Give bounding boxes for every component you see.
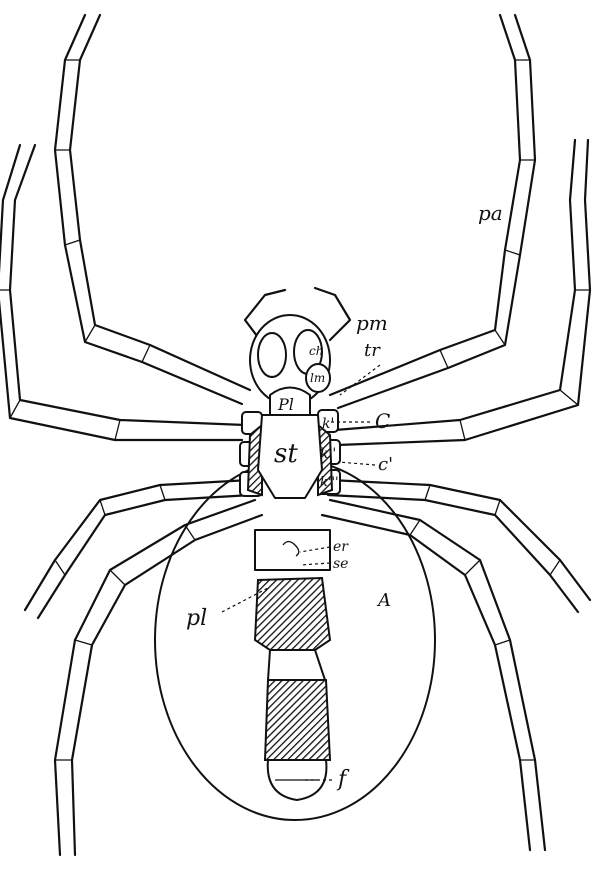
label-se: se <box>333 556 348 572</box>
epigastric-region <box>255 530 330 570</box>
label-pm: pm <box>356 311 388 335</box>
leg-left-1 <box>55 15 250 404</box>
hatched-ventral-plate-lower <box>265 680 330 760</box>
leg-right-2 <box>335 140 590 445</box>
label-ch: ch <box>309 344 323 358</box>
label-pl-lower: pl <box>186 606 207 631</box>
label-c: C <box>375 409 390 433</box>
label-pa: pa <box>478 201 503 225</box>
label-k1: k' <box>322 416 334 432</box>
label-k2: k'' <box>320 446 336 462</box>
label-er: er <box>333 539 349 555</box>
label-k3: k''' <box>320 475 339 490</box>
label-c2: c' <box>378 454 393 475</box>
label-tr: tr <box>364 340 381 361</box>
leg-right-1 <box>330 15 535 408</box>
label-pl-upper: Pl <box>277 395 294 414</box>
label-st: st <box>274 439 298 469</box>
leg-left-2 <box>0 145 245 440</box>
ventral-midsection <box>268 650 325 680</box>
label-lm: lm <box>310 371 325 385</box>
label-a: A <box>376 590 391 611</box>
